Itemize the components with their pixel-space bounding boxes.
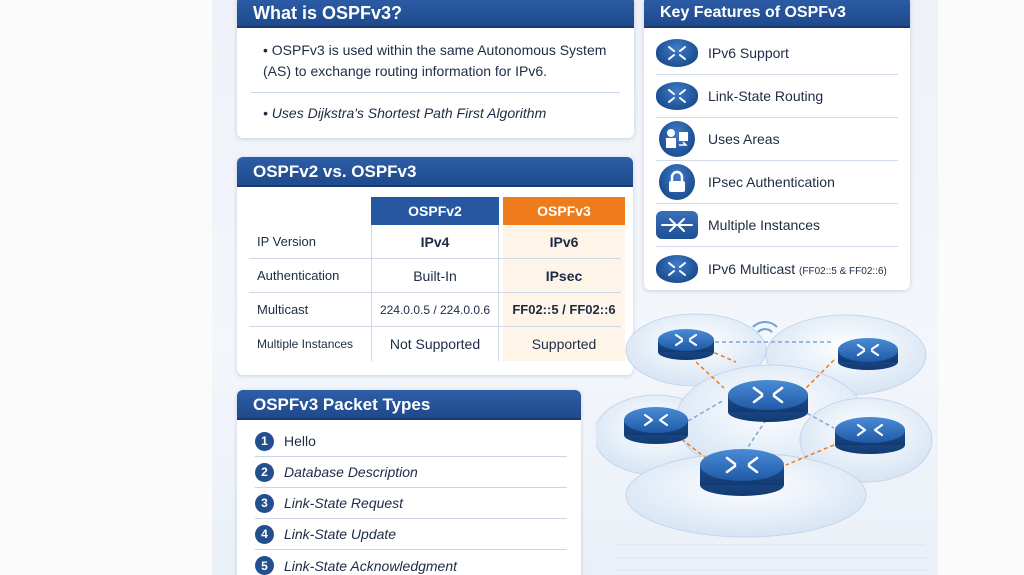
router-icon — [656, 254, 698, 283]
row-label: Multicast — [257, 302, 309, 317]
feature-list: IPv6 Support Link-State Routing Uses Are… — [644, 28, 910, 290]
instances-icon — [656, 211, 698, 239]
feature-item: Uses Areas — [656, 118, 898, 161]
network-illustration — [596, 313, 933, 571]
table-row: Multicast 224.0.0.5 / 224.0.0.6 FF02::5 … — [249, 293, 625, 327]
table-row: Multiple Instances Not Supported Support… — [249, 327, 625, 361]
router-icon — [700, 449, 784, 496]
router-icon — [656, 39, 698, 67]
row-label: Authentication — [257, 268, 340, 283]
router-icon — [624, 407, 688, 444]
what-is-card: What is OSPFv3? • OSPFv3 is used within … — [237, 0, 634, 138]
feature-item: IPv6 Multicast (FF02::5 & FF02::6) — [656, 247, 898, 290]
list-item: 1 Hello — [255, 426, 567, 457]
packet-label: Link-State Request — [284, 495, 404, 511]
packet-types-title: OSPFv3 Packet Types — [237, 390, 581, 420]
row-v3-value: FF02::5 / FF02::6 — [503, 293, 625, 326]
feature-item: Link-State Routing — [656, 75, 898, 118]
what-is-bullet-1: • OSPFv3 is used within the same Autonom… — [263, 42, 607, 79]
packet-label: Hello — [284, 433, 316, 449]
packet-label: Database Description — [284, 464, 418, 480]
feature-label: Link-State Routing — [708, 88, 824, 104]
number-badge: 4 — [255, 524, 274, 544]
list-item: 2 Database Description — [255, 457, 567, 488]
header-ospfv2: OSPFv2 — [371, 197, 499, 225]
comparison-title: OSPFv2 vs. OSPFv3 — [237, 157, 633, 187]
table-row: IP Version IPv4 IPv6 — [249, 225, 625, 259]
row-label: Multiple Instances — [257, 337, 354, 351]
packet-list: 1 Hello 2 Database Description 3 Link-St… — [237, 420, 581, 575]
what-is-title: What is OSPFv3? — [237, 0, 634, 28]
key-features-title: Key Features of OSPFv3 — [644, 0, 910, 28]
feature-label: IPsec Authentication — [708, 174, 835, 190]
feature-label: IPv6 Support — [708, 45, 789, 61]
packet-label: Link-State Acknowledgment — [284, 557, 458, 574]
areas-icon — [659, 121, 695, 157]
table-row: Authentication Built-In IPsec — [249, 259, 625, 293]
router-icon — [838, 338, 898, 370]
number-badge: 3 — [255, 493, 274, 513]
packet-types-card: OSPFv3 Packet Types 1 Hello 2 Database D… — [237, 390, 581, 575]
key-features-card: Key Features of OSPFv3 IPv6 Support Link… — [644, 0, 910, 290]
number-badge: 2 — [255, 462, 274, 482]
grid-floor — [616, 544, 926, 571]
row-v2-value: 224.0.0.5 / 224.0.0.6 — [371, 293, 499, 326]
number-badge: 1 — [255, 431, 274, 451]
packet-label: Link-State Update — [284, 526, 397, 542]
comparison-header-row: OSPFv2 OSPFv3 — [249, 197, 625, 225]
row-v3-value: Supported — [503, 327, 625, 361]
feature-item: Multiple Instances — [656, 204, 898, 247]
router-icon — [656, 82, 698, 110]
router-icon — [835, 417, 905, 454]
feature-label: Multiple Instances — [708, 217, 821, 233]
list-item: 4 Link-State Update — [255, 519, 567, 550]
wifi-icon — [752, 321, 778, 333]
divider — [251, 92, 620, 93]
comparison-table: OSPFv2 OSPFv3 IP Version IPv4 IPv6 Authe… — [249, 197, 625, 361]
list-item: 5 Link-State Acknowledgment — [255, 550, 567, 575]
feature-note: (FF02::5 & FF02::6) — [799, 265, 887, 277]
number-badge: 5 — [255, 556, 274, 575]
left-margin — [0, 0, 212, 575]
feature-label: IPv6 Multicast — [708, 260, 796, 277]
row-label: IP Version — [257, 234, 317, 249]
feature-item: IPsec Authentication — [656, 161, 898, 204]
router-icon — [728, 380, 808, 422]
lock-icon — [659, 164, 695, 200]
right-margin — [938, 0, 1024, 575]
row-v3-value: IPv6 — [503, 225, 625, 258]
what-is-bullet-2: • Uses Dijkstra's Shortest Path First Al… — [263, 105, 547, 121]
row-v2-value: Not Supported — [371, 327, 499, 361]
row-v2-value: Built-In — [371, 259, 499, 292]
feature-item: IPv6 Support — [656, 32, 898, 75]
row-v2-value: IPv4 — [371, 225, 499, 258]
list-item: 3 Link-State Request — [255, 488, 567, 519]
feature-label: Uses Areas — [708, 131, 780, 147]
header-ospfv3: OSPFv3 — [503, 197, 625, 225]
comparison-card: OSPFv2 vs. OSPFv3 OSPFv2 OSPFv3 IP Versi… — [237, 157, 633, 375]
row-v3-value: IPsec — [503, 259, 625, 292]
router-icon — [658, 329, 714, 360]
